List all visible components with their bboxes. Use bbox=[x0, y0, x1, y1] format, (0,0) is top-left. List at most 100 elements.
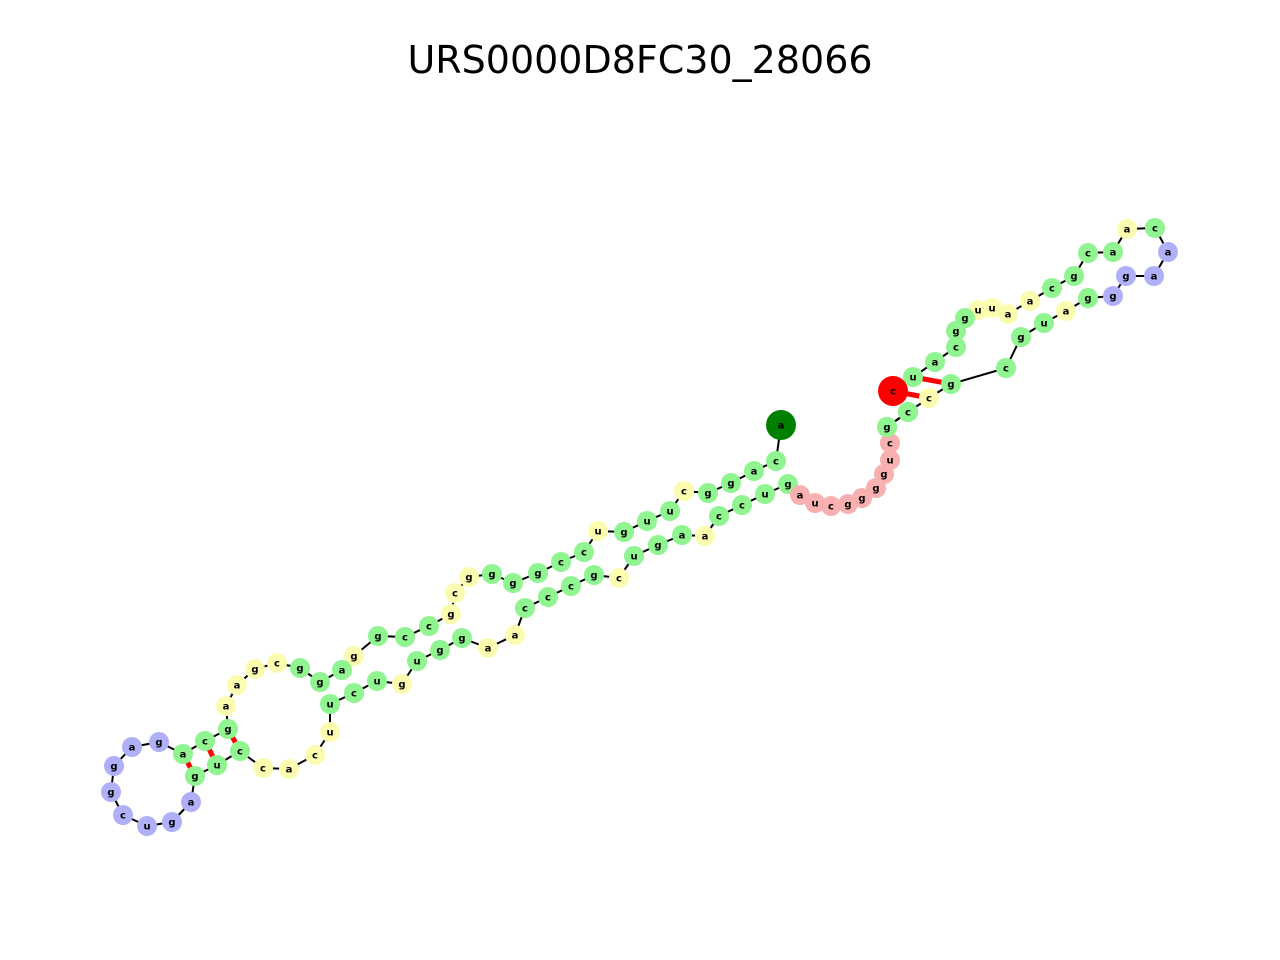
nucleotide-circle bbox=[698, 483, 718, 503]
nucleotide-label: c bbox=[558, 558, 564, 569]
nucleotide-label: g bbox=[1017, 333, 1024, 344]
nucleotide: c bbox=[821, 496, 841, 516]
nucleotide-label: c bbox=[274, 659, 280, 670]
nucleotide-label: g bbox=[883, 423, 890, 434]
nucleotide-circle bbox=[721, 473, 741, 493]
nucleotide: g bbox=[482, 564, 502, 584]
nucleotide-label: a bbox=[1151, 272, 1158, 283]
nucleotide: a bbox=[279, 759, 299, 779]
nucleotide: c bbox=[305, 745, 325, 765]
nucleotide: a bbox=[1056, 301, 1076, 321]
nucleotide-label: g bbox=[436, 646, 443, 657]
nucleotide-circle bbox=[113, 805, 133, 825]
nucleotide-circle bbox=[755, 484, 775, 504]
nucleotide-label: u bbox=[974, 306, 981, 317]
nucleotide: g bbox=[503, 573, 523, 593]
nucleotide-label: g bbox=[488, 570, 495, 581]
nucleotide-circle bbox=[320, 694, 340, 714]
nucleotide: g bbox=[162, 812, 182, 832]
nucleotide-circle bbox=[790, 485, 810, 505]
nucleotide-label: a bbox=[1124, 225, 1131, 236]
nucleotide: g bbox=[698, 483, 718, 503]
nucleotide-circle bbox=[445, 583, 465, 603]
nucleotide-circle bbox=[878, 376, 908, 406]
five-prime-nucleotide: a bbox=[766, 410, 796, 440]
nucleotide-label: c bbox=[312, 751, 318, 762]
nucleotide-circle bbox=[149, 732, 169, 752]
nucleotide-circle bbox=[919, 388, 939, 408]
nucleotide: g bbox=[648, 535, 668, 555]
nucleotide-label: u bbox=[373, 677, 380, 688]
nucleotide-circle bbox=[880, 433, 900, 453]
nucleotide-label: c bbox=[522, 604, 528, 615]
nucleotide-circle bbox=[898, 402, 918, 422]
nucleotide: u bbox=[624, 546, 644, 566]
nucleotide-label: g bbox=[727, 479, 734, 490]
nucleotide-label: g bbox=[350, 652, 357, 663]
nucleotide-label: u bbox=[811, 499, 818, 510]
nucleotide-circle bbox=[320, 722, 340, 742]
nucleotide-circle bbox=[181, 792, 201, 812]
nucleotide-circle bbox=[538, 587, 558, 607]
nucleotide: u bbox=[660, 501, 680, 521]
nucleotide: a bbox=[925, 352, 945, 372]
nucleotide-circle bbox=[674, 481, 694, 501]
nucleotide-label: c bbox=[926, 394, 932, 405]
nucleotide-circle bbox=[185, 766, 205, 786]
nucleotide: u bbox=[137, 816, 157, 836]
nucleotide-label: g bbox=[458, 634, 465, 645]
nucleotide-circle bbox=[407, 651, 427, 671]
nucleotide-circle bbox=[1078, 243, 1098, 263]
nucleotide-circle bbox=[395, 627, 415, 647]
nucleotide-circle bbox=[1011, 327, 1031, 347]
diagram-title: URS0000D8FC30_28066 bbox=[407, 38, 873, 82]
nucleotide-circle bbox=[310, 672, 330, 692]
nucleotide-label: a bbox=[339, 666, 346, 677]
nucleotide-circle bbox=[660, 501, 680, 521]
nucleotide-circle bbox=[505, 625, 525, 645]
nucleotide: u bbox=[588, 521, 608, 541]
nucleotide: a bbox=[695, 526, 715, 546]
nucleotide-label: c bbox=[402, 633, 408, 644]
nucleotide: g bbox=[310, 672, 330, 692]
nucleotide-label: a bbox=[679, 531, 686, 542]
nucleotide-label: c bbox=[120, 811, 126, 822]
nucleotide-label: a bbox=[702, 532, 709, 543]
nucleotide-label: g bbox=[398, 680, 405, 691]
nucleotide: g bbox=[344, 646, 364, 666]
nucleotide-circle bbox=[574, 542, 594, 562]
nucleotide: c bbox=[515, 598, 535, 618]
nucleotide: a bbox=[672, 525, 692, 545]
nucleotide-circle bbox=[903, 367, 923, 387]
nucleotide-label: g bbox=[191, 772, 198, 783]
nucleotide-circle bbox=[332, 660, 352, 680]
nucleotide-circle bbox=[709, 506, 729, 526]
nucleotide: c bbox=[1042, 278, 1062, 298]
nucleotide-label: u bbox=[643, 517, 650, 528]
nucleotide: g bbox=[946, 321, 966, 341]
nucleotide: g bbox=[1116, 266, 1136, 286]
nucleotide-circle bbox=[648, 535, 668, 555]
nucleotide-label: c bbox=[1152, 224, 1158, 235]
nucleotide-circle bbox=[367, 671, 387, 691]
nucleotide-label: u bbox=[909, 373, 916, 384]
base-pair-layer bbox=[180, 374, 952, 778]
nucleotide: u bbox=[755, 484, 775, 504]
nucleotide-label: a bbox=[286, 765, 293, 776]
nucleotide-circle bbox=[227, 675, 247, 695]
nucleotide: u bbox=[407, 651, 427, 671]
nucleotide: c bbox=[574, 542, 594, 562]
nucleotide-circle bbox=[216, 696, 236, 716]
nucleotide-label: g bbox=[168, 818, 175, 829]
nucleotide-circle bbox=[946, 321, 966, 341]
nucleotide-circle bbox=[459, 567, 479, 587]
nucleotide: g bbox=[877, 417, 897, 437]
nucleotide-label: u bbox=[666, 507, 673, 518]
nucleotide-circle bbox=[766, 410, 796, 440]
nucleotide: a bbox=[1144, 266, 1164, 286]
nucleotide-circle bbox=[430, 640, 450, 660]
nucleotide-circle bbox=[1145, 218, 1165, 238]
nucleotide-circle bbox=[672, 525, 692, 545]
nucleotide: g bbox=[101, 782, 121, 802]
nucleotide: a bbox=[1020, 291, 1040, 311]
